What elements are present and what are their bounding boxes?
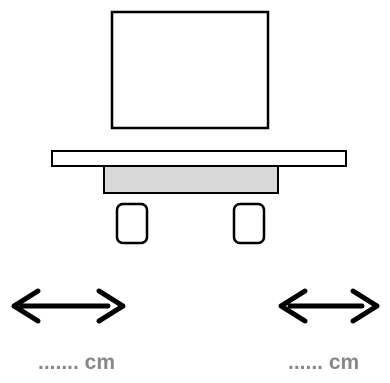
double-arrow-icon	[278, 288, 380, 324]
top-box	[110, 10, 270, 130]
right-foot	[232, 202, 266, 245]
right-measurement-label: ...... cm	[288, 351, 360, 374]
left-measurement-label: ....... cm	[38, 351, 116, 374]
plank	[51, 150, 347, 167]
left-foot	[115, 202, 149, 245]
double-arrow-icon	[11, 288, 126, 324]
support-block	[103, 165, 279, 194]
